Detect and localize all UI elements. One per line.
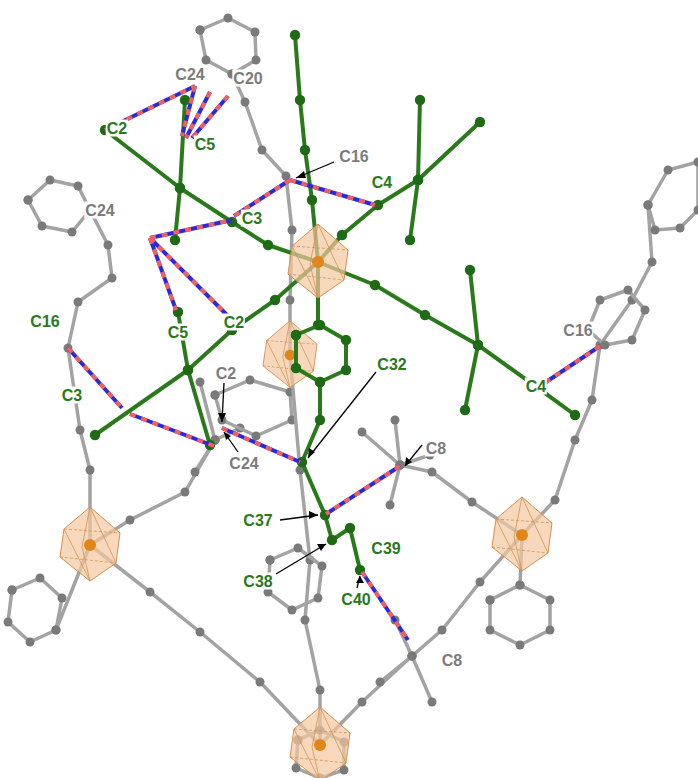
atom-label: C4	[371, 174, 393, 191]
atom-label: C39	[370, 540, 401, 557]
atom-label: C2	[215, 365, 237, 382]
atom-label: C24	[174, 66, 205, 83]
atom-label: C40	[340, 591, 371, 608]
atom-label: C5	[167, 324, 189, 341]
atom-label: C32	[376, 356, 407, 373]
atom-label: C2	[223, 314, 245, 331]
atom-label: C37	[242, 512, 273, 529]
atom-label: C3	[61, 387, 83, 404]
atom-label: C16	[562, 322, 593, 339]
atom-label: C16	[29, 313, 60, 330]
atom-label: C24	[84, 202, 115, 219]
atom-label: C38	[242, 573, 273, 590]
atom-label: C3	[241, 210, 263, 227]
atom-label: C5	[194, 136, 216, 153]
atom-label: C8	[425, 440, 447, 457]
atom-label: C20	[232, 70, 263, 87]
atom-label: C16	[338, 148, 369, 165]
atom-label: C8	[441, 652, 463, 669]
atom-label: C4	[525, 378, 547, 395]
atom-label: C24	[228, 455, 259, 472]
atom-label: C2	[106, 120, 128, 137]
